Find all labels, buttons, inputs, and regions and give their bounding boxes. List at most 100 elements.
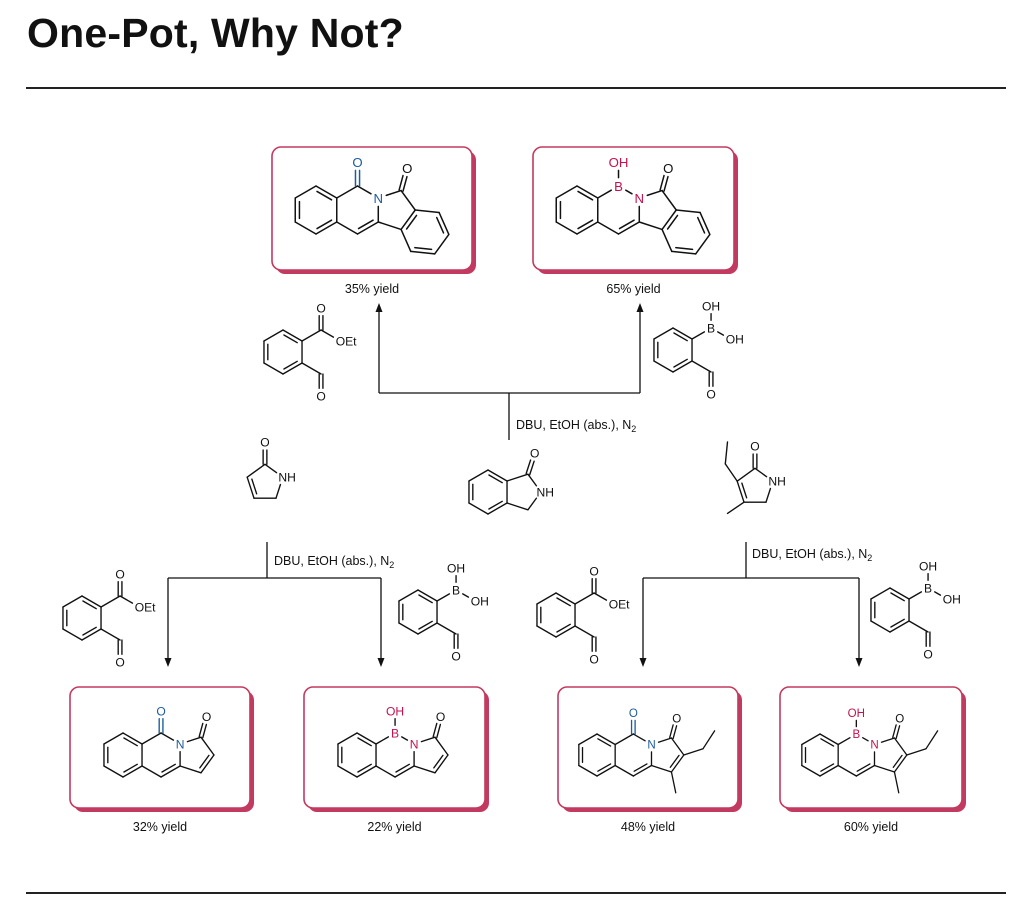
bond: [670, 754, 685, 773]
reactant-isoindolinone: NHO: [468, 447, 554, 515]
atom-label: OH: [702, 299, 720, 313]
bond: [283, 360, 298, 370]
bond: [527, 473, 538, 487]
bond: [418, 620, 433, 630]
bond: [487, 469, 508, 482]
bond: [246, 463, 266, 478]
bond: [618, 219, 635, 230]
bond: [301, 362, 322, 375]
product-isoquinolinone-isoindolone: N O O: [294, 155, 450, 255]
atom-label: OH: [726, 332, 744, 346]
bond: [556, 597, 571, 607]
atom-label: O: [402, 161, 412, 176]
bottom-divider: [26, 892, 1006, 894]
bond: [889, 587, 910, 600]
bond: [316, 219, 333, 230]
bond: [398, 589, 419, 602]
bond: [671, 250, 697, 255]
bond: [81, 595, 102, 608]
bond: [413, 765, 436, 774]
bond: [402, 175, 408, 192]
bond: [724, 441, 729, 465]
bond: [577, 190, 594, 201]
bottom-left-reaction-arrows: [164, 542, 385, 667]
atom-label: OH: [609, 155, 629, 170]
bond: [669, 754, 680, 768]
atom-label: N: [870, 740, 878, 752]
bond: [574, 625, 595, 638]
bond: [263, 329, 284, 342]
bond: [395, 763, 410, 773]
atom-label: O: [750, 440, 759, 454]
bond: [646, 189, 663, 197]
bond: [401, 736, 409, 741]
bond: [433, 754, 444, 769]
atom-label: O: [629, 708, 638, 720]
bond: [578, 733, 598, 746]
bond: [436, 622, 457, 635]
box-frame: [271, 146, 473, 271]
bond: [617, 221, 641, 235]
bond: [672, 360, 693, 373]
bond: [908, 591, 923, 600]
bond: [699, 211, 711, 236]
bond: [691, 360, 712, 373]
bond: [819, 733, 839, 746]
box-frame: [557, 686, 739, 809]
atom-label: N: [410, 737, 419, 751]
atom-label: O: [352, 155, 362, 170]
bond: [837, 764, 857, 777]
arrowhead: [164, 658, 172, 667]
bond: [263, 362, 284, 375]
atom-label: O: [202, 710, 211, 724]
bond: [724, 463, 738, 482]
reagent-conditions: DBU, EtOH (abs.), N2: [274, 554, 394, 570]
bond: [597, 738, 612, 747]
bond: [906, 748, 927, 756]
box-frame: [69, 686, 251, 809]
bond: [741, 482, 748, 499]
bond: [555, 185, 578, 199]
bond: [837, 737, 851, 746]
bond: [880, 737, 896, 743]
bond: [356, 185, 372, 195]
bond: [141, 765, 162, 778]
atom-label: OEt: [609, 597, 630, 611]
yield-label: 32% yield: [133, 820, 187, 834]
reactant-pyrrolinone: NH O: [246, 436, 296, 499]
bond: [555, 592, 576, 605]
atom-label: N: [374, 191, 384, 206]
atom-label: NH: [278, 471, 295, 485]
page-title: One-Pot, Why Not?: [27, 10, 404, 56]
atom-label: OH: [943, 592, 961, 606]
bond: [315, 185, 338, 199]
atom-label: B: [852, 729, 860, 741]
bond: [487, 502, 508, 515]
bond: [315, 221, 338, 235]
bond: [179, 765, 202, 774]
bond: [736, 467, 756, 482]
bond: [414, 246, 433, 251]
bond: [385, 189, 402, 197]
arrowhead: [375, 303, 383, 312]
atom-label: OH: [919, 559, 937, 573]
bond: [669, 724, 674, 739]
bond: [356, 732, 377, 745]
bond: [892, 724, 897, 739]
bond: [417, 622, 438, 635]
atom-label: O: [260, 436, 269, 450]
bond: [506, 473, 529, 482]
bond: [717, 331, 725, 336]
bond: [555, 625, 576, 638]
product-box: 32% yield: [69, 686, 254, 834]
atom-label: O: [589, 564, 598, 578]
bond: [819, 764, 839, 777]
bond: [614, 764, 634, 777]
bond: [925, 730, 939, 750]
bond: [82, 600, 97, 610]
bond: [251, 478, 258, 495]
